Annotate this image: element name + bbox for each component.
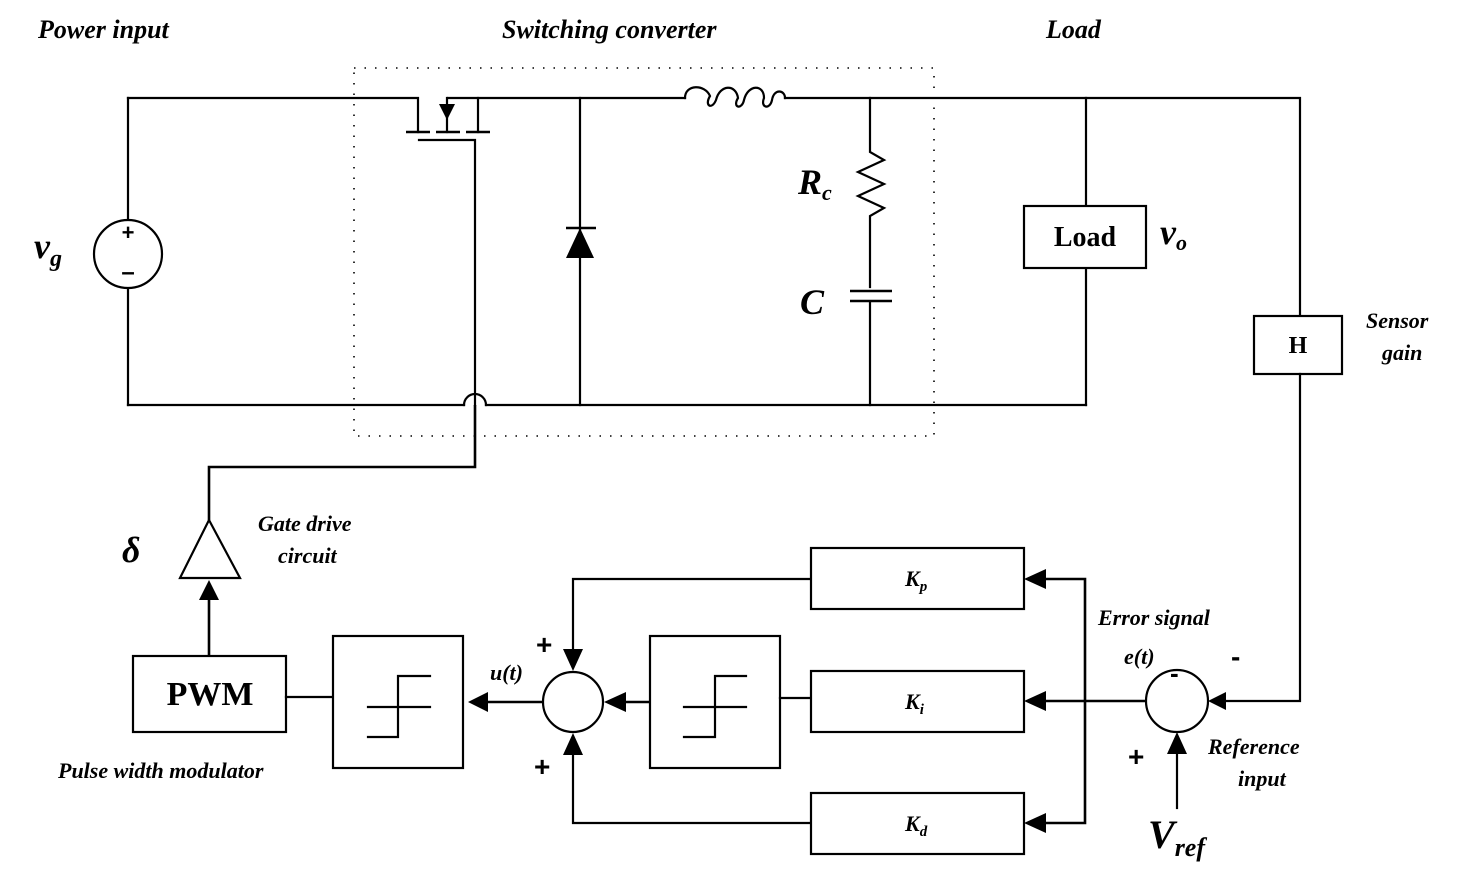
ki-gain-box — [809, 669, 1026, 734]
header-power-input: Power input — [37, 15, 170, 44]
kd-input-arrow — [1024, 813, 1046, 833]
ki-input-arrow — [1024, 691, 1046, 711]
gate-driver-arrow — [199, 580, 219, 600]
rc-label: Rc — [797, 162, 832, 205]
source-label: vg — [34, 226, 62, 272]
top-rail — [126, 96, 1302, 318]
saturation-icon — [366, 674, 432, 739]
gate-driver-icon — [178, 517, 242, 580]
inductor-icon — [683, 86, 787, 108]
gate-wire — [207, 405, 477, 520]
kp-gain-box — [809, 546, 1026, 611]
gate-drive-caption-line1: Gate drive — [258, 511, 352, 536]
sum-plus-top: + — [536, 629, 552, 660]
pid-summing-junction — [541, 670, 605, 734]
header-switching-converter: Switching converter — [502, 15, 717, 44]
reference-arrow — [1167, 732, 1187, 754]
voltage-source: + – — [92, 96, 164, 407]
source-minus-sign: – — [121, 259, 134, 286]
sum-plus-bottom: + — [534, 751, 550, 782]
error-caption: Error signal — [1097, 605, 1211, 630]
feedback-arrow — [1208, 692, 1226, 710]
sensor-caption-line1: Sensor — [1366, 308, 1429, 333]
u-label: u(t) — [490, 660, 523, 685]
pwm-box — [131, 654, 288, 734]
load-box-label: Load — [1054, 222, 1117, 253]
error-minus-top: - — [1170, 658, 1179, 688]
kp-arrow — [563, 649, 583, 671]
sensor-gain-box — [1252, 314, 1344, 376]
u-arrow — [468, 692, 488, 712]
reference-caption-line1: Reference — [1207, 734, 1300, 759]
gate-drive-caption-line2: circuit — [278, 543, 338, 568]
error-label: e(t) — [1124, 644, 1155, 669]
kd-path — [571, 751, 813, 825]
reference-plus: + — [1128, 741, 1144, 772]
kp-input-arrow — [1024, 569, 1046, 589]
capacitor-label: C — [800, 282, 825, 322]
pwm-box-label: PWM — [167, 676, 254, 713]
vo-label: vo — [1160, 212, 1187, 255]
error-minus-right: - — [1231, 641, 1240, 672]
header-load: Load — [1045, 15, 1102, 44]
kd-gain-box — [809, 791, 1026, 856]
kd-arrow — [563, 733, 583, 755]
kp-label: Kp — [904, 566, 928, 595]
sensor-caption-line2: gain — [1381, 340, 1422, 365]
feedback-wire — [1220, 372, 1302, 703]
rc-branch — [850, 96, 892, 407]
delta-label: δ — [122, 530, 140, 570]
mosfet-switch-icon — [406, 96, 490, 407]
saturation-icon — [682, 674, 748, 739]
ki-label: Ki — [904, 689, 925, 718]
pwm-caption: Pulse width modulator — [57, 758, 264, 783]
converter-boundary — [353, 67, 935, 437]
sensor-gain-label: H — [1289, 333, 1308, 359]
kd-label: Kd — [904, 811, 928, 840]
vref-label: Vref — [1148, 812, 1207, 862]
kp-path — [571, 577, 813, 652]
load-box — [1022, 204, 1148, 270]
ki-arrow — [604, 692, 626, 712]
source-plus-sign: + — [122, 220, 135, 245]
reference-caption-line2: input — [1238, 766, 1287, 791]
diode-icon — [566, 96, 596, 407]
bottom-rail — [126, 392, 1088, 407]
